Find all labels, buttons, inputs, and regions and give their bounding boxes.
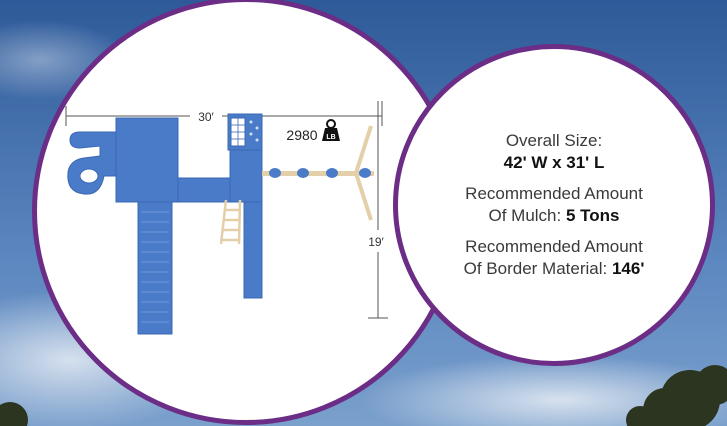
left-tower xyxy=(115,117,179,203)
climbing-wall xyxy=(227,113,263,151)
length-dimension-line xyxy=(368,101,388,319)
border-value: 146' xyxy=(611,259,645,278)
overall-size-label: Overall Size: xyxy=(505,131,603,150)
mulch-value: 5 Tons xyxy=(565,206,620,225)
border-heading: Recommended Amount xyxy=(465,237,643,256)
swing-seats xyxy=(269,168,371,178)
bridge xyxy=(177,177,231,203)
trees xyxy=(0,365,727,426)
weight-value: 2980 xyxy=(286,127,317,143)
left-slide xyxy=(137,201,173,335)
swing-a-frame xyxy=(353,125,373,221)
mulch-label: Of Mulch: xyxy=(488,206,562,225)
specs-panel: Overall Size: 42' W x 31' L Recommended … xyxy=(393,44,715,366)
length-dimension-label: 19′ xyxy=(368,235,384,249)
border-label: Of Border Material: xyxy=(463,259,608,278)
right-slide xyxy=(243,201,263,299)
overall-size-value: 42' W x 31' L xyxy=(503,153,605,172)
right-tower xyxy=(229,147,263,203)
weight-icon: LB xyxy=(322,119,340,141)
svg-text:LB: LB xyxy=(326,134,335,141)
ladder xyxy=(219,199,242,245)
info-circle xyxy=(393,44,715,366)
swing-beam xyxy=(262,171,374,176)
mulch-heading: Recommended Amount xyxy=(465,184,643,203)
width-dimension-label: 30′ xyxy=(198,110,214,124)
tube-slide xyxy=(67,131,117,195)
